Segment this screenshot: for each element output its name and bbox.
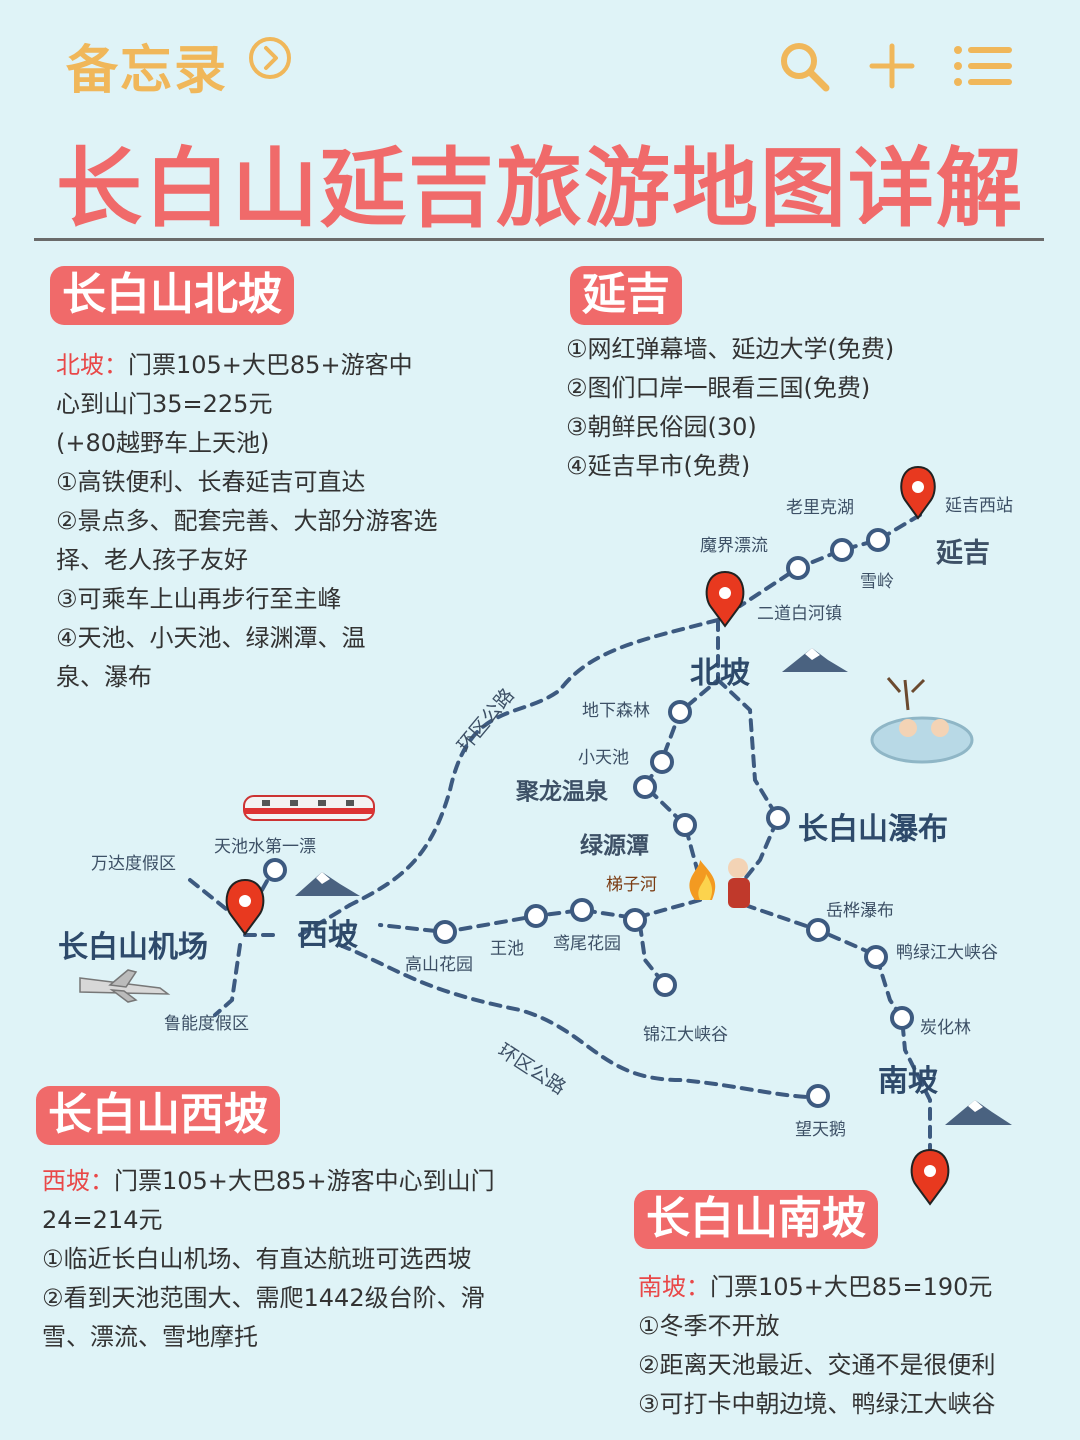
divider — [34, 238, 1044, 241]
campfire-icon — [689, 858, 750, 908]
west-line: 门票105+大巴85+游客中心到山门 — [114, 1167, 495, 1195]
north-line: 择、老人孩子友好 — [56, 546, 248, 574]
south-label: 南坡： — [638, 1273, 710, 1301]
map-label: 锦江大峡谷 — [643, 1025, 728, 1045]
map-label: 延吉西站 — [945, 496, 1013, 516]
map-label: 聚龙温泉 — [516, 779, 608, 805]
west-line: ①临近长白山机场、有直达航班可选西坡 — [42, 1245, 472, 1273]
map-label: 绿源潭 — [580, 833, 649, 859]
south-info: 南坡：门票105+大巴85=190元 ①冬季不开放 ②距离天池最近、交通不是很便… — [638, 1268, 996, 1424]
yanji-line: ③朝鲜民俗园(30) — [566, 413, 757, 441]
map-label: 岳桦瀑布 — [826, 901, 894, 921]
map-label: 地下森林 — [582, 701, 650, 721]
map-label: 长白山瀑布 — [798, 812, 948, 847]
map-label: 鲁能度假区 — [164, 1014, 249, 1034]
search-icon[interactable] — [776, 38, 832, 94]
map-label: 延吉 — [936, 538, 990, 569]
list-icon[interactable] — [952, 38, 1014, 94]
north-line: 门票105+大巴85+游客中 — [128, 351, 413, 379]
chevron-right-circle-icon[interactable] — [248, 36, 292, 80]
yanji-line: ②图们口岸一眼看三国(免费) — [566, 374, 871, 402]
train-icon — [243, 795, 375, 821]
north-line: 泉、瀑布 — [56, 663, 152, 691]
north-info: 北坡：门票105+大巴85+游客中 心到山门35=225元 (+80越野车上天池… — [56, 346, 438, 697]
north-line: 心到山门35=225元 — [56, 390, 273, 418]
memo-title[interactable]: 备忘录 — [66, 41, 229, 101]
map-label: 鸭绿江大峡谷 — [896, 943, 998, 963]
yanji-info: ①网红弹幕墙、延边大学(免费) ②图们口岸一眼看三国(免费) ③朝鲜民俗园(30… — [566, 330, 894, 486]
north-line: (+80越野车上天池) — [56, 429, 270, 457]
west-line: 雪、漂流、雪地摩托 — [42, 1323, 258, 1351]
map-label: 二道白河镇 — [757, 604, 842, 624]
map-label: 北坡 — [690, 656, 750, 691]
south-line: ②距离天池最近、交通不是很便利 — [638, 1351, 996, 1379]
hot-spring-icon — [870, 677, 974, 764]
plus-icon[interactable] — [864, 38, 920, 94]
yanji-badge: 延吉 — [570, 266, 682, 325]
map-label: 长白山机场 — [58, 930, 208, 965]
map-pin-icon — [225, 465, 950, 1206]
yanji-line: ④延吉早市(免费) — [566, 452, 751, 480]
yanji-line: ①网红弹幕墙、延边大学(免费) — [566, 335, 895, 363]
map-label: 天池水第一漂 — [214, 837, 316, 857]
south-line: ③可打卡中朝边境、鸭绿江大峡谷 — [638, 1390, 996, 1418]
west-badge: 长白山西坡 — [36, 1086, 280, 1145]
north-badge: 长白山北坡 — [50, 266, 294, 325]
north-line: ②景点多、配套完善、大部分游客选 — [56, 507, 438, 535]
map-label: 炭化林 — [920, 1018, 971, 1038]
map-label: 小天池 — [578, 748, 629, 768]
north-line: ④天池、小天池、绿渊潭、温 — [56, 624, 366, 652]
map-label: 南坡 — [878, 1064, 938, 1099]
airplane-icon — [79, 969, 171, 1003]
mountain-icon — [295, 648, 1012, 1125]
south-badge: 长白山南坡 — [634, 1190, 878, 1249]
map-label: 鸢尾花园 — [553, 934, 621, 954]
west-line: 24=214元 — [42, 1206, 163, 1234]
map-label: 万达度假区 — [91, 854, 176, 874]
map-label: 望天鹅 — [795, 1120, 846, 1140]
map-label: 魔界漂流 — [700, 536, 768, 556]
south-line: 门票105+大巴85=190元 — [710, 1273, 993, 1301]
map-label: 梯子河 — [606, 875, 657, 895]
map-label: 雪岭 — [860, 572, 894, 592]
west-label: 西坡： — [42, 1167, 114, 1195]
north-label: 北坡： — [56, 351, 128, 379]
map-label: 王池 — [490, 939, 524, 959]
map-label: 高山花园 — [405, 955, 473, 975]
page-title: 长白山延吉旅游地图详解 — [56, 139, 1024, 239]
north-line: ①高铁便利、长春延吉可直达 — [56, 468, 366, 496]
map-label: 西坡 — [298, 918, 358, 953]
south-line: ①冬季不开放 — [638, 1312, 780, 1340]
west-info: 西坡：门票105+大巴85+游客中心到山门 24=214元 ①临近长白山机场、有… — [42, 1162, 495, 1357]
north-line: ③可乘车上山再步行至主峰 — [56, 585, 342, 613]
map-label: 老里克湖 — [786, 498, 854, 518]
west-line: ②看到天池范围大、需爬1442级台阶、滑 — [42, 1284, 485, 1312]
